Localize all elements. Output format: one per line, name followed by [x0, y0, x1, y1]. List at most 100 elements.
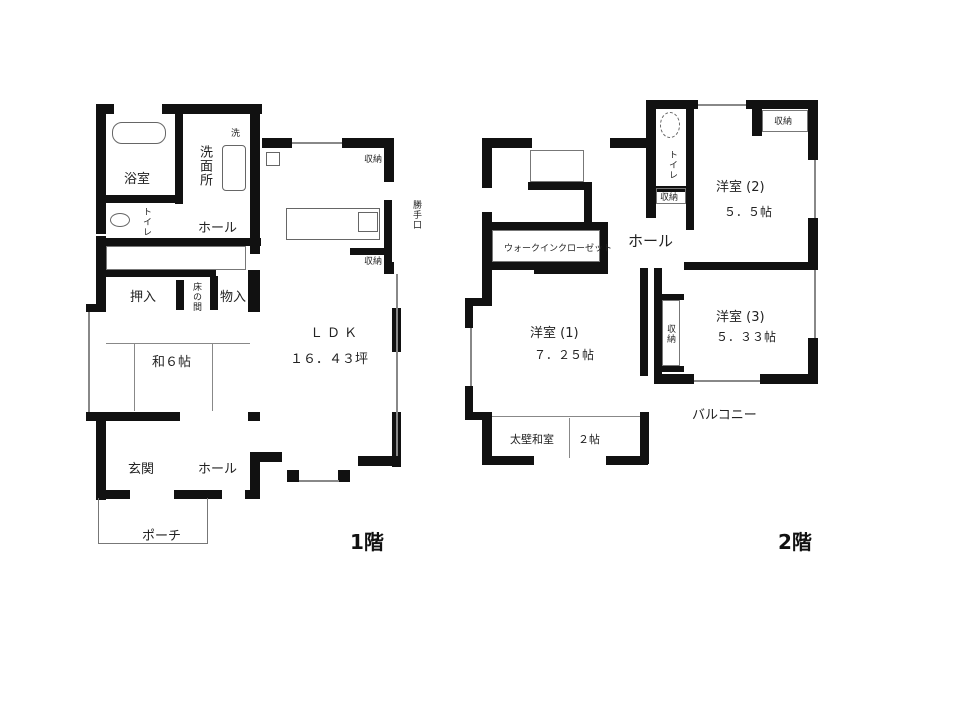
wall — [96, 104, 114, 114]
wall — [384, 262, 394, 274]
wall — [584, 182, 592, 222]
wall — [96, 104, 106, 234]
wall — [660, 294, 684, 300]
room-label-bath: 浴室 — [124, 172, 151, 187]
window — [470, 328, 472, 386]
washer-label: 洗 — [231, 129, 241, 139]
room-label-washitsu: 和６帖 — [152, 355, 192, 370]
window — [396, 274, 398, 456]
wall — [646, 100, 656, 186]
room-label-hall-lower: ホール — [198, 462, 238, 477]
wall — [482, 222, 607, 230]
room-label-storage-kitchen-bottom: 収納 — [364, 257, 383, 267]
room-label-hall-upper: ホール — [198, 221, 238, 236]
room-label-oshiire: 押入 — [130, 290, 157, 305]
wall — [465, 298, 473, 328]
wall — [654, 268, 662, 382]
room-label-porch: ポーチ — [142, 529, 182, 544]
wall — [96, 236, 106, 308]
toilet-icon — [110, 213, 130, 227]
wall — [262, 138, 292, 148]
sink-icon — [222, 145, 246, 191]
wall — [350, 248, 392, 255]
stove-icon — [358, 212, 378, 232]
wall — [250, 452, 260, 498]
room-label-storage-kitchen-top: 収納 — [364, 155, 383, 165]
room-label-back-door: 勝手口 — [411, 200, 421, 230]
room-label-washroom: 洗面所 — [197, 145, 212, 187]
wall — [482, 268, 492, 302]
wall — [162, 104, 262, 114]
window — [694, 380, 760, 382]
wall — [528, 182, 588, 190]
wall — [482, 212, 492, 264]
bay-window — [299, 480, 339, 482]
floor2-title: 2階 — [778, 530, 812, 554]
wall — [646, 100, 698, 109]
wall — [654, 374, 694, 384]
room-label-ldk-size: １６．４３坪 — [290, 352, 369, 367]
room-label-toilet-2f: トイレ — [667, 150, 677, 180]
wall — [600, 222, 608, 268]
room-label-taikabe-size: ２帖 — [578, 433, 600, 446]
toilet-icon — [660, 112, 680, 138]
wall — [646, 190, 656, 218]
wall — [96, 238, 261, 246]
wall — [174, 490, 222, 499]
wall — [86, 304, 106, 312]
tatami-line — [134, 343, 135, 411]
partition — [569, 418, 570, 458]
room-label-balcony: バルコニー — [692, 408, 757, 423]
wall — [684, 262, 818, 270]
room-label-room2-storage: 収納 — [774, 117, 793, 127]
floor1-title: 1階 — [350, 530, 384, 554]
wall — [660, 366, 684, 372]
wall — [86, 412, 180, 421]
wall — [248, 270, 260, 312]
wall — [646, 186, 686, 192]
room-label-room3-size: ５．３３帖 — [716, 330, 777, 344]
wall — [96, 490, 130, 499]
room-label-tokonoma: 床の間 — [191, 282, 201, 312]
wall — [746, 100, 818, 109]
wall — [465, 298, 492, 306]
walk-in-closet-box — [492, 230, 600, 262]
bathtub-icon — [112, 122, 166, 144]
storage-box — [762, 110, 808, 132]
wall — [482, 138, 492, 188]
wall — [534, 268, 608, 274]
wall — [808, 100, 818, 160]
wall — [808, 218, 818, 270]
room-label-entrance: 玄関 — [128, 462, 155, 477]
room-label-room3-storage: 収納 — [665, 324, 675, 344]
wall — [176, 280, 184, 310]
wall — [482, 412, 492, 464]
wall — [482, 456, 534, 465]
window — [814, 160, 816, 218]
room-label-hall-2f: ホール — [628, 232, 674, 250]
room-label-room3: 洋室 (3) — [716, 310, 765, 325]
room-label-room1: 洋室 (1) — [530, 326, 579, 341]
tatami-line — [106, 343, 250, 344]
room-label-storage-small-2f: 収納 — [660, 193, 679, 203]
wall — [210, 276, 218, 310]
stairs — [530, 150, 584, 182]
wall — [482, 262, 608, 270]
room-label-room2-size: ５．５帖 — [724, 205, 773, 219]
room-label-toilet: トイレ — [141, 207, 151, 237]
partition — [492, 416, 640, 417]
wall — [610, 138, 652, 148]
wall — [96, 420, 106, 500]
porch-outline — [98, 498, 208, 544]
room-label-monoire: 物入 — [220, 290, 247, 305]
window — [292, 142, 342, 144]
stairs — [106, 246, 246, 270]
wall — [287, 470, 299, 482]
window — [698, 104, 746, 106]
wall — [96, 195, 181, 203]
wall — [640, 412, 649, 464]
wall — [358, 456, 401, 466]
window — [814, 270, 816, 338]
wall — [760, 374, 818, 384]
